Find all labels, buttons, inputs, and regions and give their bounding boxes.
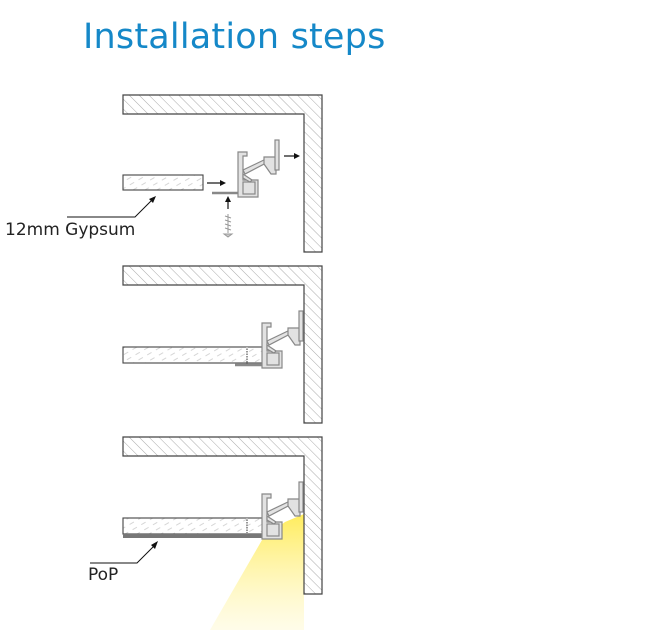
page-title: Installation steps: [83, 17, 386, 57]
step-2-diagram: [122, 265, 323, 424]
led-profile: [261, 310, 304, 369]
led-profile: [237, 139, 280, 198]
step-3-diagram: [90, 436, 323, 630]
step-1-diagram: [67, 94, 323, 253]
arrow-right-icon: [207, 180, 226, 186]
gypsum-board: [122, 517, 264, 535]
wall-section: [122, 94, 323, 253]
gypsum-label: 12mm Gypsum: [5, 220, 136, 240]
arrow-right-icon: [284, 153, 300, 159]
pop-leader-line: [90, 541, 158, 564]
gypsum-board: [122, 174, 204, 191]
screw-icon: [222, 214, 234, 238]
wall-section: [122, 265, 323, 424]
pop-label: PoP: [88, 565, 119, 585]
light-beam: [210, 514, 304, 630]
arrow-up-icon: [225, 196, 231, 209]
pop-layer: [123, 534, 263, 538]
gypsum-board: [122, 346, 264, 364]
gypsum-leader-line: [67, 196, 156, 218]
